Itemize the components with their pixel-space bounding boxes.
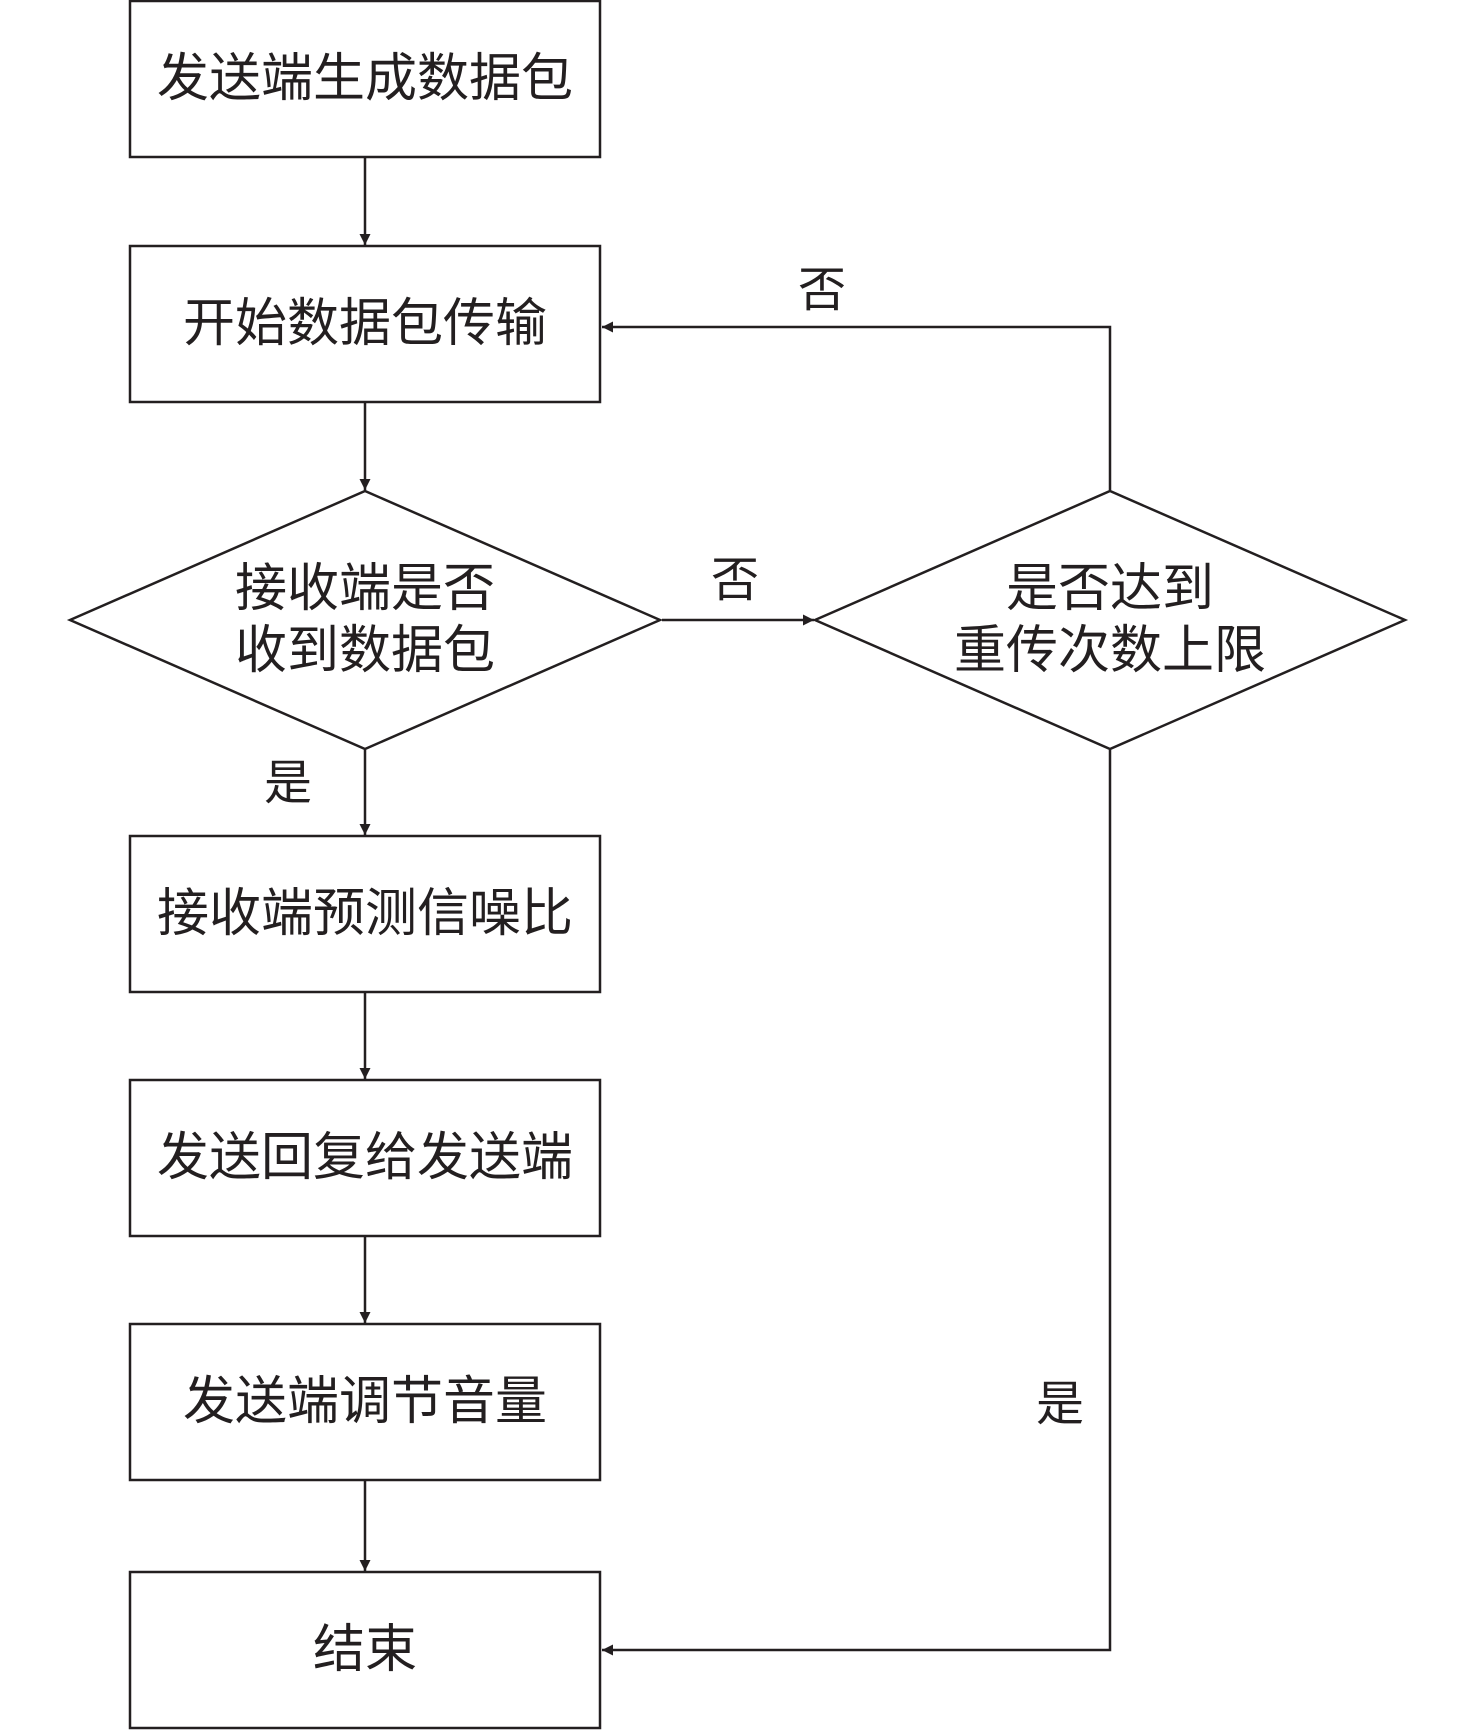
edge-retry-limit-to-transmit-arrow xyxy=(602,321,1112,490)
node-adjust-label: 发送端调节音量 xyxy=(183,1372,547,1432)
node-transmit-box xyxy=(128,244,602,404)
node-predict: 接收端预测信噪比 xyxy=(128,834,602,994)
edge-received-to-predict-label: 是 xyxy=(264,755,312,811)
edge-retry-limit-to-end-label: 是 xyxy=(1036,1376,1084,1432)
node-received-label: 接收端是否 xyxy=(235,559,495,619)
node-adjust-box xyxy=(128,1322,602,1482)
node-transmit: 开始数据包传输 xyxy=(128,244,602,404)
node-predict-box xyxy=(128,834,602,994)
node-end: 结束 xyxy=(128,1570,602,1730)
node-reply-box xyxy=(128,1078,602,1238)
edge-retry-limit-to-transmit-label: 否 xyxy=(798,262,846,318)
edges-layer xyxy=(359,158,1112,1656)
edge-received-to-retry-limit-label: 否 xyxy=(711,552,759,608)
node-adjust: 发送端调节音量 xyxy=(128,1322,602,1482)
edge-retry-limit-to-end-arrow xyxy=(602,750,1112,1656)
node-generate-label: 发送端生成数据包 xyxy=(157,49,573,109)
node-end-box xyxy=(128,1570,602,1730)
node-received-label: 收到数据包 xyxy=(235,621,495,681)
node-predict-label: 接收端预测信噪比 xyxy=(157,884,573,944)
node-retry-limit-label: 重传次数上限 xyxy=(954,621,1266,681)
node-transmit-label: 开始数据包传输 xyxy=(183,294,547,354)
node-reply: 发送回复给发送端 xyxy=(128,1078,602,1238)
node-end-label: 结束 xyxy=(313,1620,417,1680)
node-retry-limit-diamond xyxy=(811,489,1409,751)
nodes-layer: 发送端生成数据包开始数据包传输接收端是否收到数据包是否达到重传次数上限接收端预测… xyxy=(66,0,1409,1730)
node-retry-limit-label: 是否达到 xyxy=(1006,559,1214,619)
node-generate-box xyxy=(128,0,602,159)
node-received-diamond xyxy=(66,489,664,751)
node-generate: 发送端生成数据包 xyxy=(128,0,602,159)
node-reply-label: 发送回复给发送端 xyxy=(157,1128,573,1188)
